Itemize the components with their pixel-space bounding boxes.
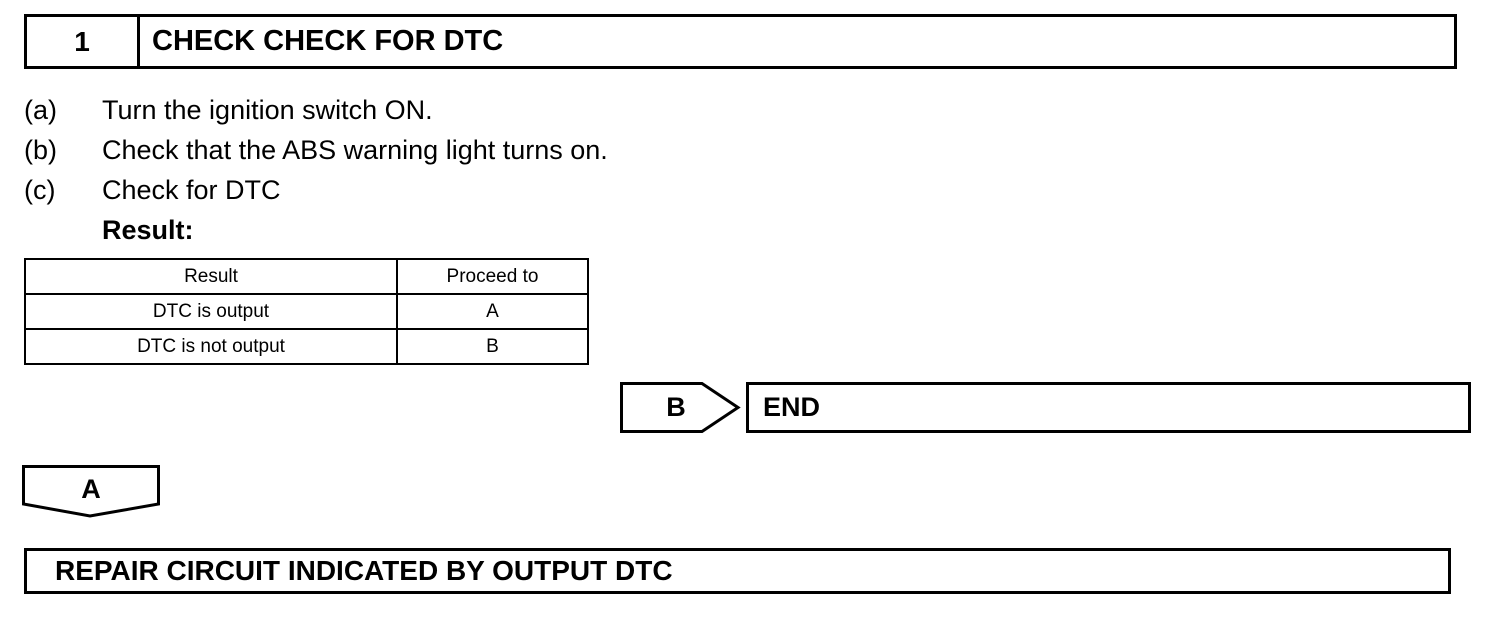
table-cell: B	[396, 328, 589, 365]
instruction-b: (b) Check that the ABS warning light tur…	[24, 134, 608, 166]
instruction-text: Check that the ABS warning light turns o…	[102, 135, 608, 165]
result-heading: Result:	[102, 215, 194, 245]
column-header-result: Result	[24, 258, 398, 295]
instruction-label: (b)	[24, 135, 57, 165]
table-header-row: Result Proceed to	[24, 258, 589, 295]
instruction-a: (a) Turn the ignition switch ON.	[24, 94, 433, 126]
branch-b-label: B	[666, 392, 686, 422]
branch-b-arrow	[620, 382, 741, 433]
step-title: CHECK CHECK FOR DTC	[152, 25, 504, 57]
table-cell: A	[396, 293, 589, 330]
instruction-c: (c) Check for DTC	[24, 174, 281, 206]
table-row: DTC is output A	[24, 293, 589, 330]
instruction-label: (a)	[24, 95, 57, 125]
step-header: 1 CHECK CHECK FOR DTC	[24, 14, 1457, 69]
table-cell: DTC is output	[24, 293, 398, 330]
step-number: 1	[27, 17, 140, 66]
table-cell: DTC is not output	[24, 328, 398, 365]
instruction-label: (c)	[24, 175, 56, 205]
table-row: DTC is not output B	[24, 328, 589, 365]
final-step-text: REPAIR CIRCUIT INDICATED BY OUTPUT DTC	[55, 555, 673, 586]
column-header-proceed-to: Proceed to	[396, 258, 589, 295]
result-table: Result Proceed to DTC is output A DTC is…	[24, 258, 589, 365]
branch-a-arrow	[22, 465, 160, 518]
end-label: END	[763, 392, 821, 422]
branch-a-label: A	[81, 473, 101, 504]
instruction-text: Turn the ignition switch ON.	[102, 95, 433, 125]
end-box: END	[746, 382, 1471, 433]
instruction-text: Check for DTC	[102, 175, 281, 205]
final-step-box: REPAIR CIRCUIT INDICATED BY OUTPUT DTC	[24, 548, 1451, 594]
